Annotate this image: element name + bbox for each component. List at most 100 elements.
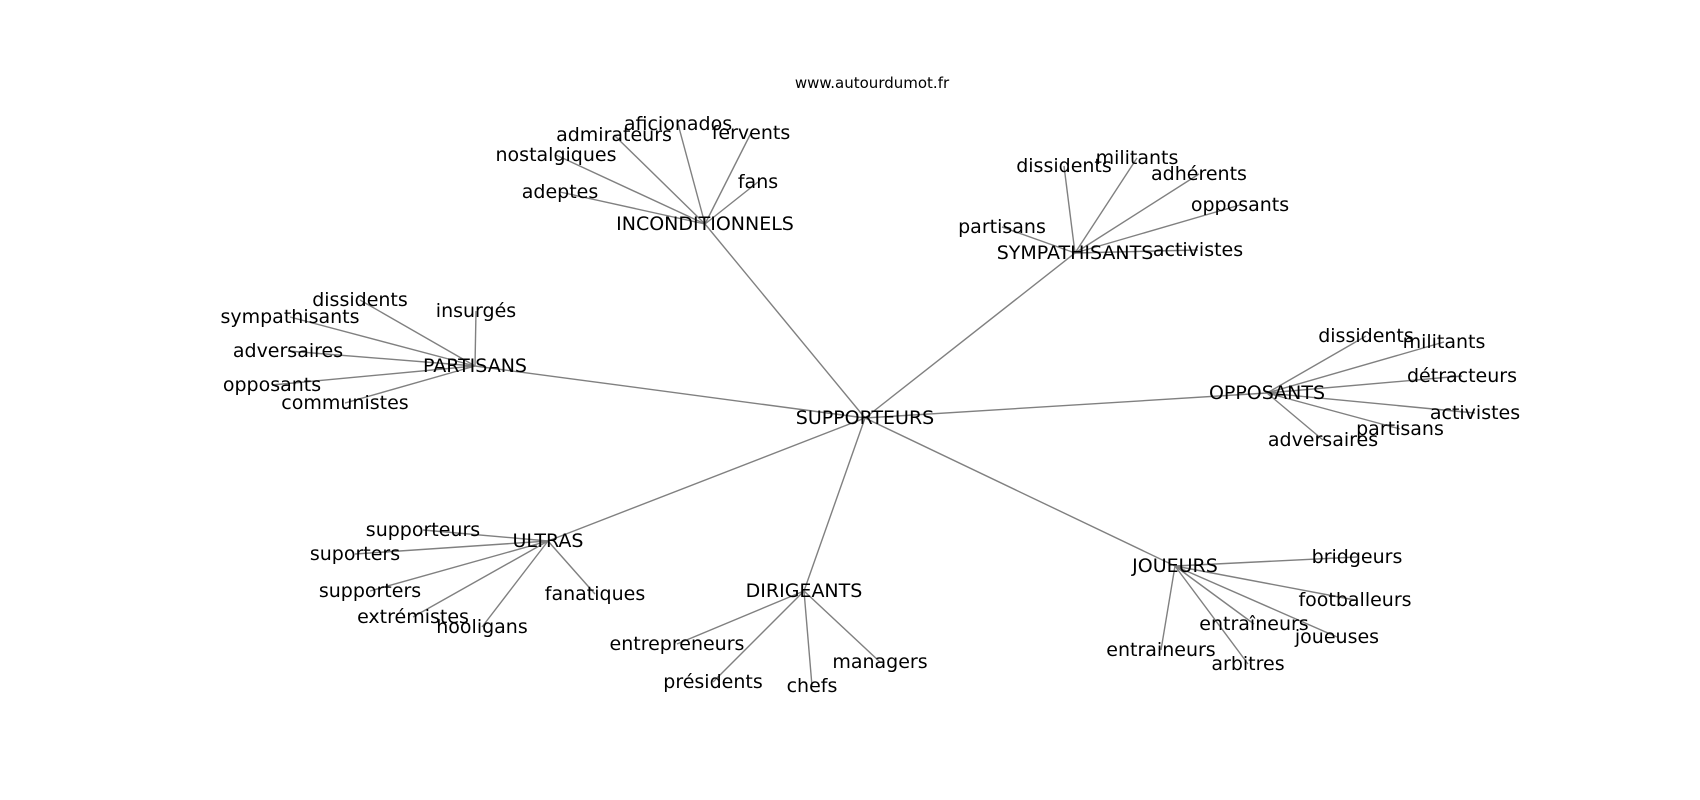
root-node-label[interactable]: SUPPORTEURS [796, 407, 934, 429]
edge-group-to-word [803, 590, 813, 687]
word-node-label[interactable]: opposants [1191, 194, 1289, 216]
edge-root-to-group [704, 223, 866, 419]
word-node-label[interactable]: insurgés [436, 300, 516, 322]
edge-group-to-word [1174, 556, 1358, 567]
edge-group-to-word [474, 310, 477, 367]
word-node-label[interactable]: managers [832, 651, 927, 673]
edge-group-to-word [613, 134, 706, 225]
edge-group-to-word [1174, 565, 1356, 601]
edge-group-to-word [354, 540, 549, 555]
edge-group-to-word [677, 123, 706, 225]
word-node-label[interactable]: partisans [1356, 418, 1444, 440]
edge-group-to-word [1266, 392, 1324, 441]
word-node-label[interactable]: détracteurs [1407, 365, 1517, 387]
edge-group-to-word [547, 540, 596, 595]
edge-group-to-word [676, 590, 805, 645]
word-node-label[interactable]: entraîneurs [1199, 613, 1308, 635]
edge-group-to-word [1001, 226, 1076, 254]
group-node-label[interactable]: SYMPATHISANTS [997, 242, 1154, 264]
word-node-label[interactable]: fervents [712, 122, 791, 144]
edge-root-to-group [864, 417, 1176, 567]
word-node-label[interactable]: bridgeurs [1312, 546, 1403, 568]
word-node-label[interactable]: dissidents [1016, 155, 1112, 177]
edge-group-to-word [1266, 335, 1367, 394]
edge-group-to-word [1174, 565, 1249, 665]
edge-group-to-word [1266, 392, 1476, 414]
word-node-label[interactable]: adhérents [1151, 163, 1247, 185]
word-node-label[interactable]: chefs [787, 675, 838, 697]
group-node-label[interactable]: INCONDITIONNELS [616, 213, 794, 235]
edge-group-to-word [344, 365, 476, 404]
group-node-label[interactable]: JOUEURS [1131, 555, 1218, 577]
edge-group-to-word [359, 299, 476, 367]
edge-group-to-word [559, 191, 706, 225]
word-node-label[interactable]: adversaires [1268, 429, 1378, 451]
word-node-label[interactable]: communistes [281, 392, 408, 414]
edge-group-to-word [1063, 165, 1076, 254]
edge-root-to-group [803, 417, 866, 592]
edge-group-to-word [369, 540, 549, 592]
edge-root-to-group [474, 365, 866, 419]
edge-group-to-word [712, 590, 805, 683]
edge-group-to-word [1074, 249, 1199, 254]
word-node-label[interactable]: adeptes [522, 181, 599, 203]
edge-group-to-word [1266, 375, 1463, 394]
word-node-label[interactable]: activistes [1153, 239, 1243, 261]
word-node-label[interactable]: extrémistes [357, 606, 469, 628]
edge-group-to-word [1174, 565, 1255, 625]
group-node-label[interactable]: PARTISANS [423, 355, 527, 377]
word-node-label[interactable]: arbitres [1211, 653, 1284, 675]
edge-root-to-group [547, 417, 866, 542]
edge-group-to-word [422, 529, 549, 542]
edge-group-to-word [287, 350, 476, 367]
word-node-label[interactable]: fanatiques [545, 583, 645, 605]
word-node-label[interactable]: supporters [319, 580, 421, 602]
word-node-label[interactable]: aficionados [624, 113, 732, 135]
edge-root-to-group [864, 252, 1076, 419]
word-node-label[interactable]: hooligans [436, 616, 528, 638]
word-node-label[interactable]: footballeurs [1298, 589, 1411, 611]
edge-group-to-word [1160, 565, 1176, 651]
source-credit: www.autourdumot.fr [795, 74, 950, 92]
word-node-label[interactable]: militants [1096, 147, 1179, 169]
word-node-label[interactable]: présidents [663, 671, 762, 693]
edge-group-to-word [481, 540, 549, 628]
edge-group-to-word [803, 590, 881, 663]
group-node-label[interactable]: ULTRAS [513, 530, 584, 552]
group-node-label[interactable]: DIRIGEANTS [746, 580, 863, 602]
word-node-label[interactable]: suporters [310, 543, 400, 565]
word-node-label[interactable]: opposants [223, 374, 321, 396]
word-node-label[interactable]: nostalgiques [496, 144, 617, 166]
edge-group-to-word [704, 181, 759, 225]
word-node-label[interactable]: partisans [958, 216, 1046, 238]
word-node-label[interactable]: joueuses [1294, 626, 1379, 648]
word-node-label[interactable]: fans [738, 171, 778, 193]
word-node-label[interactable]: entrepreneurs [610, 633, 745, 655]
word-node-label[interactable]: admirateurs [556, 124, 672, 146]
word-node-label[interactable]: dissidents [312, 289, 408, 311]
edge-group-to-word [1266, 341, 1445, 394]
word-node-label[interactable]: dissidents [1318, 325, 1414, 347]
word-node-label[interactable]: supporteurs [366, 519, 480, 541]
edge-group-to-word [289, 316, 476, 367]
labels-layer: SUPPORTEURS adeptes nostalgiquesadmirateur… [220, 113, 1520, 697]
edge-group-to-word [1174, 565, 1338, 638]
group-node-label[interactable]: OPPOSANTS [1209, 382, 1325, 404]
edge-group-to-word [1074, 173, 1200, 254]
word-node-label[interactable]: entraineurs [1106, 639, 1215, 661]
edge-group-to-word [1266, 392, 1401, 430]
edge-root-to-group [864, 392, 1268, 419]
word-node-label[interactable]: sympathisants [220, 306, 359, 328]
edge-group-to-word [704, 132, 752, 225]
edge-group-to-word [271, 365, 476, 386]
edge-group-to-word [1074, 204, 1241, 254]
edge-group-to-word [1074, 157, 1138, 254]
word-node-label[interactable]: militants [1403, 331, 1486, 353]
edge-group-to-word [555, 154, 706, 225]
word-node-label[interactable]: adversaires [233, 340, 343, 362]
edges-layer [271, 123, 1476, 687]
edge-group-to-word [412, 540, 549, 618]
word-node-label[interactable]: activistes [1430, 402, 1520, 424]
